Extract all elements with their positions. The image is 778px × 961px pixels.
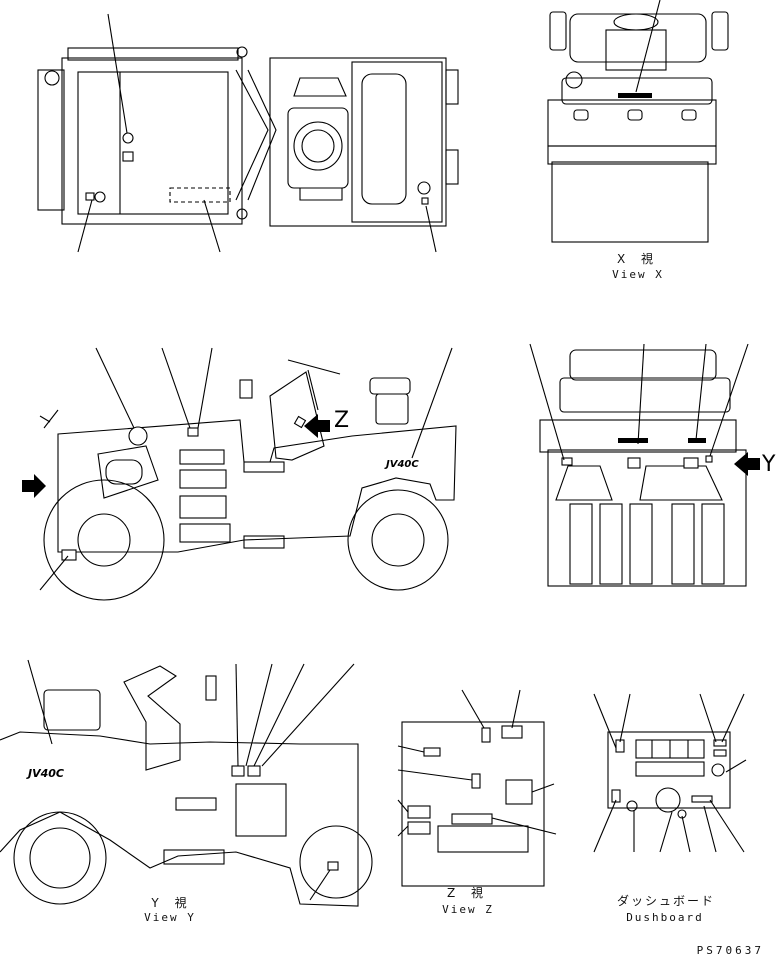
drawing-code: PS70637 [696, 944, 764, 957]
view-x-caption-en: View X [612, 268, 664, 281]
rear-view [529, 343, 760, 587]
view-y-caption-jp: Y 視 [151, 896, 193, 910]
view-x-caption-jp: X 視 [616, 252, 660, 266]
arrow-front-icon [22, 474, 46, 498]
view-z-caption-en: View Z [442, 903, 494, 916]
dashboard-drawing [593, 693, 747, 853]
view-y-drawing: JV40C [0, 659, 373, 907]
view-x-drawing [547, 0, 729, 243]
view-z-drawing [397, 689, 557, 887]
arrow-y-label: Y [762, 452, 776, 477]
dashboard-caption-en: Dushboard [626, 911, 704, 924]
view-z-caption-jp: Z 視 [446, 886, 490, 900]
arrow-z-icon [304, 414, 330, 438]
plan-view [37, 13, 459, 253]
model-badge-side: JV40C [384, 459, 419, 470]
label-small [122, 151, 134, 162]
dashboard-caption-jp: ダッシュボード [616, 894, 715, 908]
side-view: JV40C [22, 347, 457, 601]
arrow-y-icon [734, 452, 760, 476]
arrow-z-label: Z [334, 408, 350, 433]
label-circle [122, 132, 134, 144]
model-badge-view-y: JV40C [26, 767, 64, 780]
view-y-caption-en: View Y [144, 911, 196, 924]
